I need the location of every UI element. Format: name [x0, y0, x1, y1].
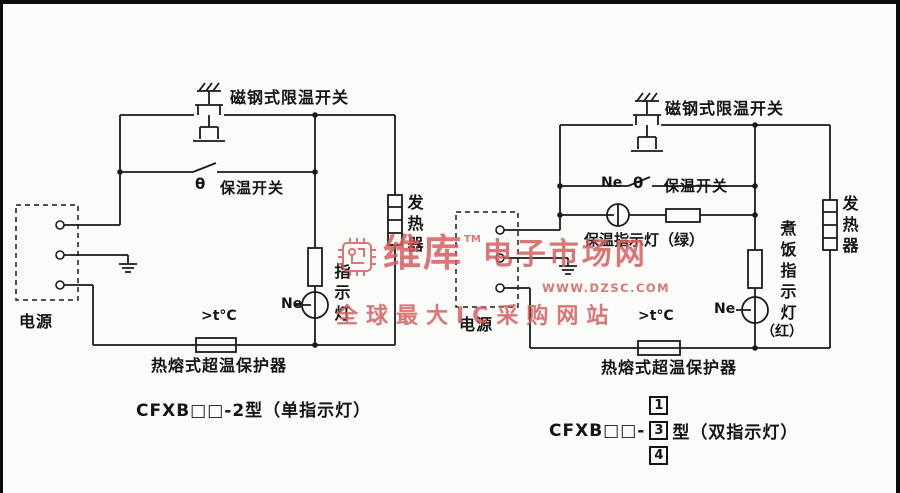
right-caption-suffix: 型（双指示灯）	[672, 423, 799, 443]
variant-box-4: 4	[649, 446, 669, 465]
right-thermal-fuse-label: 热熔式超温保护器	[601, 358, 738, 377]
right-thermal-temp-label: >t°C	[638, 308, 674, 324]
left-theta-symbol: θ	[195, 175, 206, 193]
right-thermal-fuse-symbol	[637, 340, 681, 356]
watermark-brand-suffix: 电子市场网	[482, 237, 648, 272]
watermark-brand-row: 维库 TM 电子市场网	[336, 234, 670, 278]
watermark-tagline: 全球最大IC采购网站	[336, 304, 617, 329]
right-warm-lamp-ne-label: Ne	[601, 175, 623, 191]
dzsc-watermark: 维库 TM 电子市场网 WWW.DZSC.COM 全球最大IC采购网站	[336, 234, 670, 330]
left-power-source-box	[15, 204, 79, 301]
scan-edge-top	[0, 0, 900, 4]
scan-edge-right	[896, 0, 900, 493]
left-thermal-fuse-symbol	[195, 337, 237, 353]
right-warm-lamp-symbol	[606, 203, 630, 227]
left-lamp-ne-label: Ne	[281, 296, 303, 312]
right-variant-boxes: 1 3 4	[649, 396, 669, 465]
dzsc-chip-logo-icon	[338, 238, 376, 276]
right-caption-prefix: CFXB□□-	[549, 420, 646, 441]
right-warm-switch-label: 保温开关	[664, 177, 729, 195]
left-magnetic-switch-label: 磁钢式限温开关	[230, 88, 350, 107]
left-caption: CFXB□□-2型（单指示灯）	[136, 401, 372, 421]
left-heater-label: 发热器	[407, 193, 424, 255]
right-cook-indicator-label: 煮饭指示灯	[780, 219, 797, 323]
right-circuit-art	[455, 92, 838, 356]
variant-box-1: 1	[649, 396, 669, 415]
right-cook-lamp-ne-label: Ne	[714, 301, 736, 317]
left-warm-switch-label: 保温开关	[220, 179, 285, 197]
right-heater-symbol	[822, 199, 838, 251]
left-ground-symbol	[119, 255, 137, 273]
left-circuit-art	[15, 82, 403, 353]
left-indicator-resistor-symbol	[307, 247, 323, 287]
right-power-source-box	[455, 211, 519, 308]
watermark-url: WWW.DZSC.COM	[542, 281, 671, 295]
right-cook-resistor-symbol	[747, 249, 763, 289]
left-wires	[64, 114, 396, 346]
right-heater-label: 发热器	[842, 194, 859, 256]
right-wires	[504, 124, 831, 349]
right-cook-lamp-symbol	[736, 296, 769, 324]
left-magnetic-switch-symbol	[193, 82, 225, 142]
right-power-label: 电源	[459, 315, 494, 334]
right-magnetic-switch-symbol	[631, 92, 663, 152]
left-indicator-lamp-label: 指示灯	[334, 262, 351, 324]
left-thermal-temp-label: >t°C	[201, 308, 237, 324]
watermark-brand: 维库	[383, 231, 464, 275]
right-caption: CFXB□□- 1 3 4 型（双指示灯）	[549, 396, 798, 465]
left-thermal-fuse-label: 热熔式超温保护器	[151, 356, 288, 375]
right-warm-resistor-symbol	[665, 208, 701, 223]
left-heater-symbol	[387, 194, 403, 246]
left-junction-dots	[117, 112, 318, 348]
right-warm-switch-blade	[627, 176, 651, 187]
left-warm-switch-blade	[192, 162, 217, 173]
right-warm-indicator-label: 保温指示灯（绿）	[584, 231, 705, 249]
right-cook-indicator-note: （红）	[761, 324, 803, 340]
right-theta-symbol: θ	[633, 174, 644, 192]
right-ground-symbol	[559, 258, 577, 275]
right-junction-dots	[557, 122, 758, 351]
left-power-label: 电源	[19, 312, 54, 331]
right-magnetic-switch-label: 磁钢式限温开关	[665, 99, 785, 118]
scan-edge-left	[0, 0, 3, 493]
variant-box-3: 3	[649, 421, 669, 440]
watermark-trademark: TM	[464, 234, 481, 245]
left-neon-lamp-symbol	[296, 291, 329, 319]
